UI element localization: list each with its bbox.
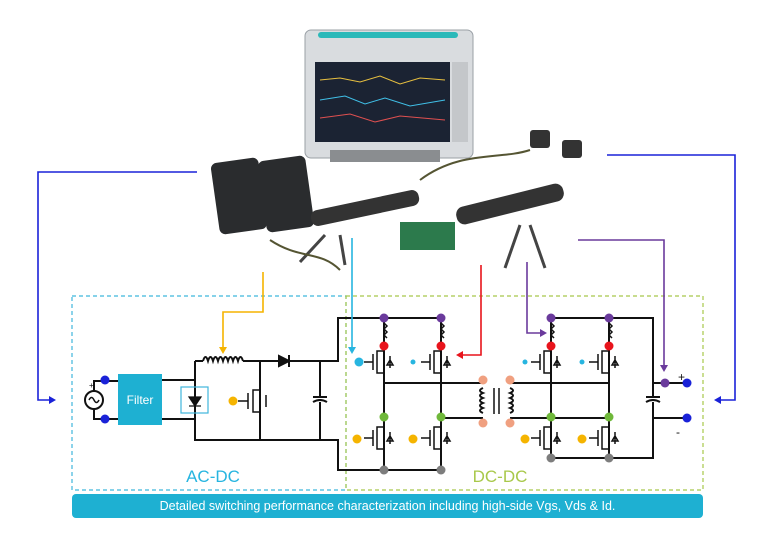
test-point-purple xyxy=(436,313,446,323)
test-point-red xyxy=(604,341,614,351)
test-point-yellow xyxy=(408,434,418,444)
test-point-gray xyxy=(436,465,446,475)
inductor-icon xyxy=(202,356,244,365)
test-point-green xyxy=(604,412,614,422)
ac-dc-label: AC-DC xyxy=(186,467,240,486)
test-point-gray xyxy=(379,465,389,475)
transformer-primary-icon xyxy=(479,387,486,414)
test-point-red xyxy=(436,341,446,351)
dc-dc-circuit xyxy=(383,317,687,470)
boost-switch-icon xyxy=(238,389,267,413)
test-point-cyan xyxy=(579,359,585,365)
probe-line-ac-input xyxy=(37,171,197,401)
test-point-salmon xyxy=(505,418,515,428)
ac-dc-region xyxy=(71,295,347,491)
source-plus: + xyxy=(89,381,94,390)
test-point-red xyxy=(546,341,556,351)
test-point-cyan xyxy=(522,359,528,365)
test-point-yellow xyxy=(352,434,362,444)
test-point-salmon xyxy=(478,418,488,428)
dc-dc-label: DC-DC xyxy=(473,467,528,486)
filter-label: Filter xyxy=(127,393,154,407)
test-point-green xyxy=(546,412,556,422)
probe-line-output-voltage xyxy=(578,239,665,368)
probe-line-inductor-current xyxy=(222,272,264,350)
mosfet-switch-icon xyxy=(531,426,562,450)
test-point-blue xyxy=(682,378,692,388)
output-minus-label: - xyxy=(676,425,680,439)
test-point-gray xyxy=(546,453,556,463)
test-point-purple xyxy=(660,378,670,388)
test-point-salmon xyxy=(478,375,488,385)
mosfet-switch-icon xyxy=(364,426,395,450)
test-point-green xyxy=(436,412,446,422)
transformer-secondary-icon xyxy=(507,387,514,414)
test-point-gray xyxy=(604,453,614,463)
probe-connections xyxy=(37,154,736,401)
test-point-purple xyxy=(546,313,556,323)
probe-line-current xyxy=(526,262,543,334)
test-point-cyan xyxy=(410,359,416,365)
mosfet-switch-icon xyxy=(589,350,620,374)
probe-line-dc-output xyxy=(607,154,736,401)
test-point-purple xyxy=(604,313,614,323)
mosfet-switch-icon xyxy=(589,426,620,450)
test-point-yellow xyxy=(577,434,587,444)
bridge-rectifier-box xyxy=(180,386,209,414)
oscilloscope-photo xyxy=(304,29,474,162)
probe-line-vds xyxy=(460,265,482,356)
filter-block xyxy=(118,374,162,425)
mosfet-switch-icon xyxy=(421,350,452,374)
test-point-blue xyxy=(682,413,692,423)
test-point-green xyxy=(379,412,389,422)
diode-icon xyxy=(278,354,292,368)
mosfet-switch-icon xyxy=(531,350,562,374)
output-plus-label: + xyxy=(678,370,685,384)
test-point-blue xyxy=(100,414,110,424)
gate-resistor-icon xyxy=(382,322,389,339)
description-banner: Detailed switching performance character… xyxy=(72,494,703,518)
mosfet-switch-icon xyxy=(364,350,395,374)
test-point-purple xyxy=(379,313,389,323)
gate-resistor-icon xyxy=(607,322,614,339)
test-point-blue xyxy=(100,375,110,385)
arrowheads xyxy=(49,329,721,404)
gate-resistor-icon xyxy=(439,322,446,339)
test-point-yellow xyxy=(228,396,238,406)
probe-modules-photo xyxy=(210,130,582,271)
ac-dc-circuit xyxy=(84,317,441,471)
test-point-cyan xyxy=(354,357,364,367)
test-point-salmon xyxy=(505,375,515,385)
test-point-red xyxy=(379,341,389,351)
mosfet-switch-icon xyxy=(421,426,452,450)
dc-dc-region xyxy=(345,295,704,491)
gate-resistor-icon xyxy=(549,322,556,339)
test-point-yellow xyxy=(520,434,530,444)
